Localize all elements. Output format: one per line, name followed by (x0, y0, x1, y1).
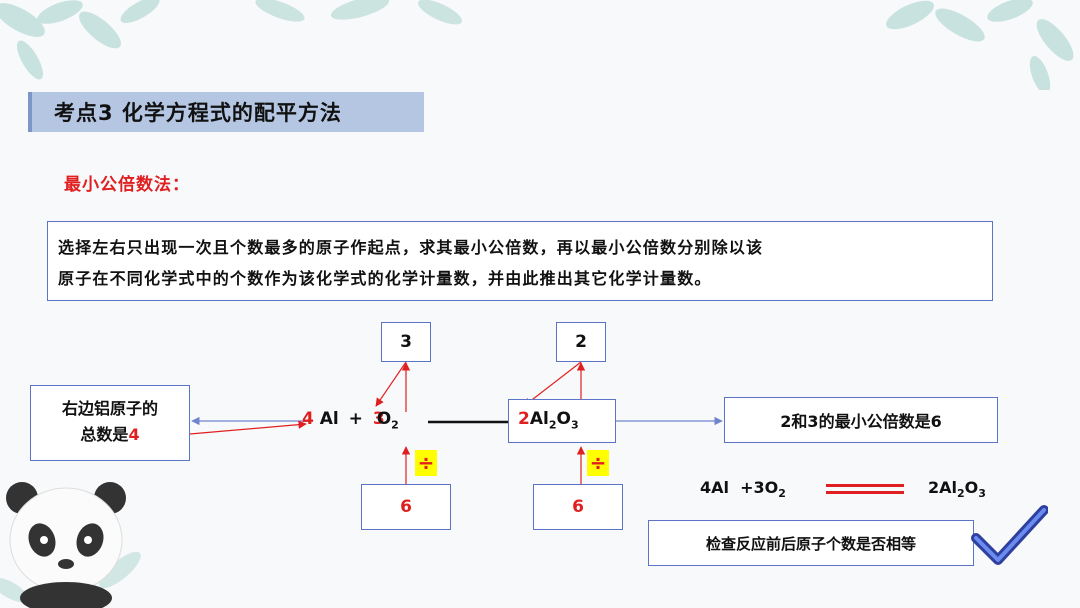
checkmark-icon (971, 505, 1048, 565)
balanced-left-sub: 2 (778, 487, 786, 501)
o2-formula: O (376, 409, 392, 429)
left-note-line-1: 右边铝原子的 (61, 399, 158, 418)
equals-line-bottom (826, 491, 904, 494)
left-note-line-2: 总数是4 (31, 422, 189, 448)
balanced-right-sub-1: 2 (957, 487, 965, 501)
o2-subscript: 2 (391, 418, 399, 432)
bottom-box-lcm-left: 6 (361, 484, 451, 530)
page-title: 考点3 化学方程式的配平方法 (54, 101, 342, 125)
description-box (47, 221, 993, 301)
leaf-decoration-top-left (0, 0, 160, 80)
al2o3-sub-2: 3 (570, 418, 579, 432)
plus-sign: + (348, 409, 363, 429)
balanced-reactants: 4Al +3O2 (700, 478, 786, 500)
top-box-al-ratio: 2 (556, 322, 606, 362)
equation-reactants: 4 Al + 3O2 (302, 409, 399, 431)
al2o3-box (508, 399, 616, 443)
balanced-right-al: 2Al (928, 478, 957, 497)
balanced-product: 2Al2O3 (928, 478, 986, 500)
divide-sign-left: ÷ (415, 450, 437, 476)
al-formula: Al (319, 409, 339, 429)
description-line-2: 原子在不同化学式中的个数作为该化学式的化学计量数，并由此推出其它化学计量数。 (58, 269, 712, 288)
al2o3-al: Al (529, 409, 549, 429)
left-note-box: 右边铝原子的 总数是4 (30, 385, 190, 461)
lcm-note-box: 2和3的最小公倍数是6 (724, 397, 998, 443)
left-note-value: 4 (128, 425, 140, 444)
equals-line-top (826, 484, 904, 487)
coef-o2: 3 (372, 409, 385, 429)
title-bar (28, 92, 424, 132)
balanced-right-sub-2: 3 (978, 487, 986, 501)
panda-illustration (0, 482, 141, 608)
check-note-box: 检查反应前后原子个数是否相等 (648, 520, 974, 566)
coef-al2o3: 2 (518, 409, 530, 429)
coef-al: 4 (302, 409, 314, 429)
al2o3-o: O (556, 409, 571, 429)
leaf-decoration-top-right (886, 0, 1074, 90)
al2o3-sub-1: 2 (548, 418, 557, 432)
divide-sign-right: ÷ (587, 450, 609, 476)
bottom-box-lcm-right: 6 (533, 484, 623, 530)
balanced-left-text: 4Al +3O (700, 478, 779, 497)
leaf-decoration-top-center (255, 0, 463, 25)
top-box-o-ratio: 3 (381, 322, 431, 362)
description-line-1: 选择左右只出现一次且个数最多的原子作起点，求其最小公倍数，再以最小公倍数分别除以… (58, 238, 764, 257)
balanced-right-o: O (964, 478, 979, 497)
method-subtitle: 最小公倍数法： (64, 175, 190, 195)
equation-product: 2Al2O3 (518, 409, 579, 431)
left-note-prefix: 总数是 (80, 425, 129, 444)
